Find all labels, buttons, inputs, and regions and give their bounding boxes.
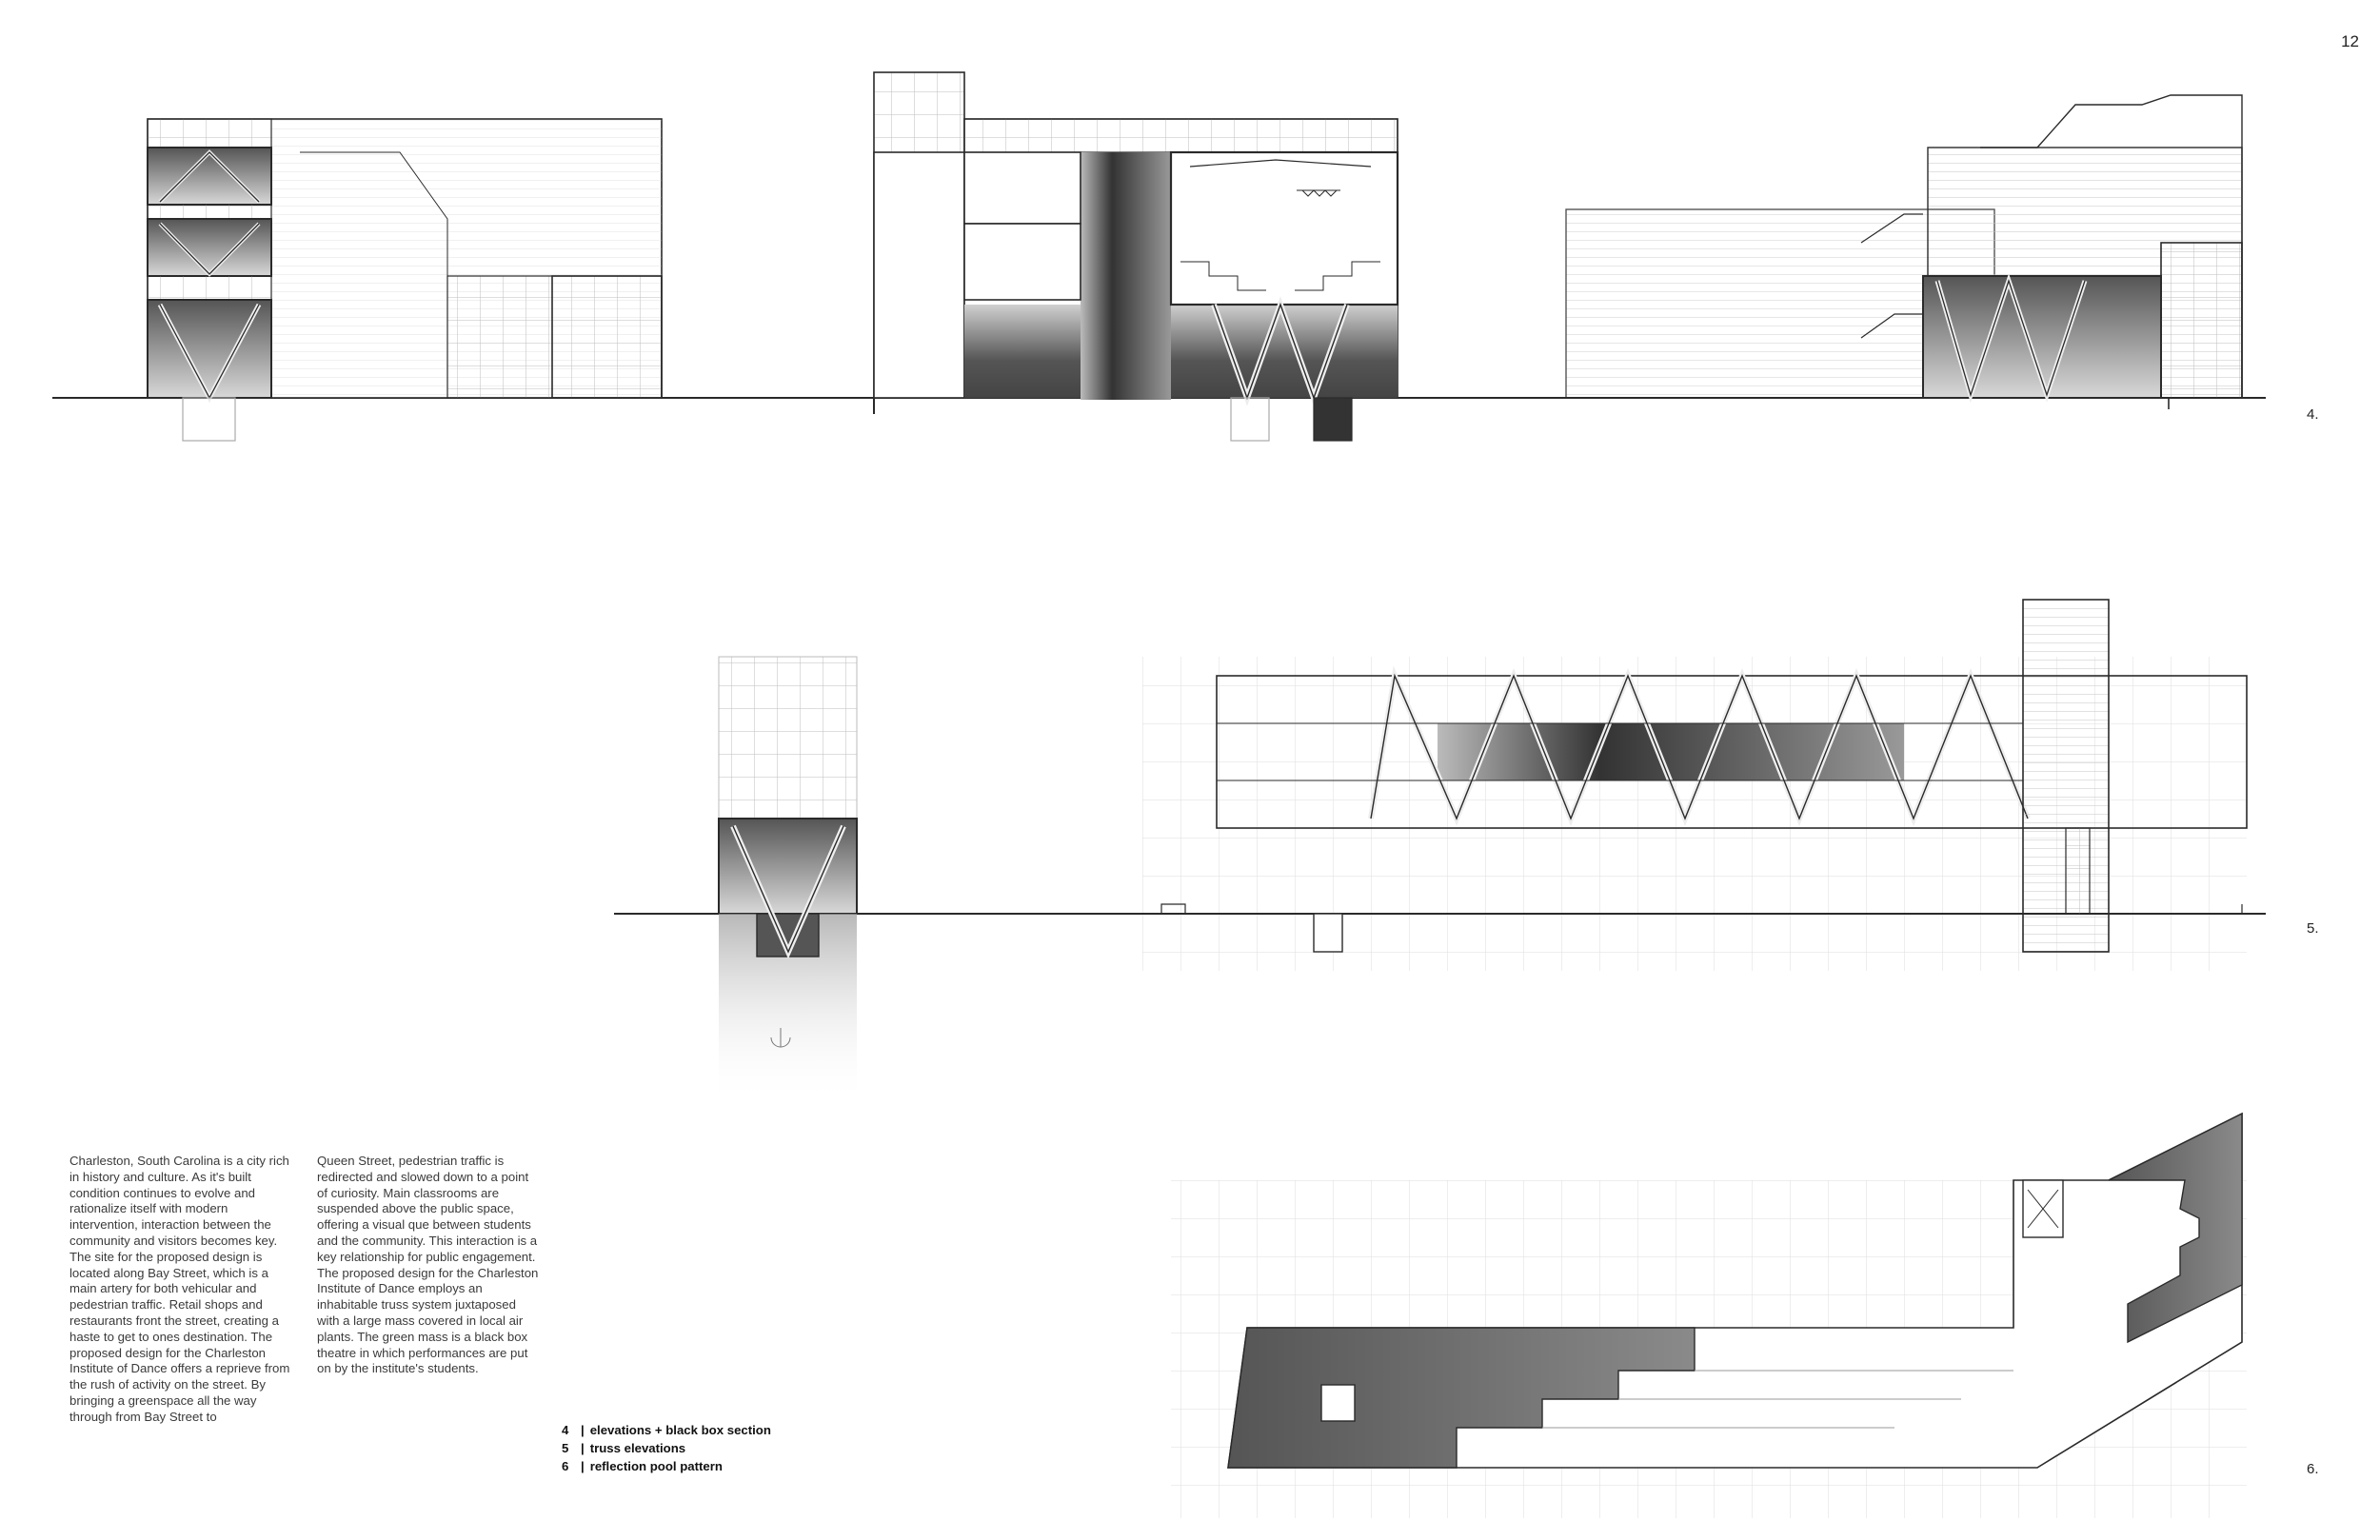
page-number: 12 bbox=[2341, 32, 2359, 50]
figure-label-5: 5. bbox=[2307, 920, 2319, 937]
legend-separator: | bbox=[581, 1423, 585, 1437]
legend-item: 5 | truss elevations bbox=[562, 1439, 771, 1457]
legend-number: 5 bbox=[562, 1441, 569, 1455]
legend-separator: | bbox=[581, 1459, 585, 1473]
legend-number: 6 bbox=[562, 1459, 569, 1473]
figure-4-elevations bbox=[52, 71, 2266, 442]
figure-label-4: 4. bbox=[2307, 406, 2319, 423]
legend-item: 4 | elevations + black box section bbox=[562, 1421, 771, 1439]
elevation-right bbox=[1565, 94, 2243, 409]
legend-item: 6 | reflection pool pattern bbox=[562, 1457, 771, 1475]
legend-text: truss elevations bbox=[589, 1441, 686, 1455]
body-text-column-2: Queen Street, pedestrian traffic is redi… bbox=[317, 1154, 539, 1376]
figure-label-6: 6. bbox=[2307, 1461, 2319, 1477]
section-middle bbox=[873, 71, 1399, 442]
legend-text: elevations + black box section bbox=[589, 1423, 771, 1437]
figure-6-reflection-pool bbox=[1171, 1112, 2247, 1518]
legend-text: reflection pool pattern bbox=[589, 1459, 723, 1473]
elevation-left bbox=[147, 118, 663, 442]
figure-legend: 4 | elevations + black box section 5 | t… bbox=[562, 1421, 771, 1475]
figure-5-truss-elevations bbox=[614, 599, 2266, 1104]
body-text-column-1: Charleston, South Carolina is a city ric… bbox=[69, 1154, 290, 1424]
legend-number: 4 bbox=[562, 1423, 569, 1437]
legend-separator: | bbox=[581, 1441, 585, 1455]
